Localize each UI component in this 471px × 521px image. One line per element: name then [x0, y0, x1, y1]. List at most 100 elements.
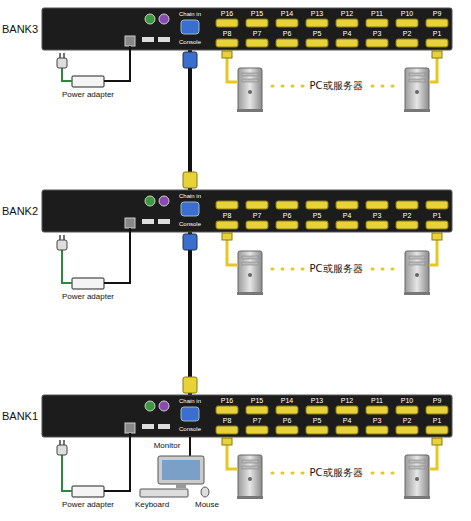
port-label: P5: [313, 30, 322, 37]
port-label: P13: [311, 397, 323, 404]
port-label: Console: [179, 39, 201, 45]
vga-port: [306, 201, 328, 209]
pc-base: [404, 109, 430, 112]
vga-port: [396, 39, 418, 47]
monitor-screen: [162, 460, 200, 480]
vga-port: [276, 201, 298, 209]
power-button: [248, 477, 252, 481]
drive-bay: [242, 262, 258, 265]
vga-port: [276, 406, 298, 414]
usb-port: [142, 219, 154, 224]
power-adapter: [72, 486, 104, 497]
bank-label: BANK2: [2, 205, 38, 217]
vga-console-port: [181, 202, 199, 216]
port-label: Chain in: [179, 193, 201, 199]
monitor-stand: [176, 484, 186, 488]
plug-prong: [59, 440, 61, 445]
port-label: P4: [343, 417, 352, 424]
mouse: [201, 487, 209, 497]
vga-console-port: [181, 407, 199, 421]
yellow-vga-plug: [183, 172, 197, 188]
vga-port: [306, 406, 328, 414]
cable-plug: [432, 438, 442, 445]
port-label: P14: [281, 10, 293, 17]
port-label: P4: [343, 30, 352, 37]
vga-port: [366, 201, 388, 209]
vga-port: [426, 201, 448, 209]
port-label: P6: [283, 212, 292, 219]
drive-bay: [409, 262, 425, 265]
drive-bay: [242, 256, 258, 259]
port-label: Console: [179, 426, 201, 432]
port-label: P3: [373, 30, 382, 37]
vga-port: [276, 426, 298, 434]
vga-port: [366, 406, 388, 414]
pc-tower: [238, 455, 262, 497]
vga-port: [366, 39, 388, 47]
vga-port: [336, 19, 358, 27]
usb-port: [142, 37, 154, 42]
usb-port: [158, 219, 170, 224]
port-label: Console: [179, 221, 201, 227]
monitor-cable: [189, 437, 191, 456]
port-label: P8: [223, 417, 232, 424]
kvm-panel: [42, 190, 452, 232]
vga-port: [396, 201, 418, 209]
mains-cord: [62, 250, 72, 283]
port-label: P9: [433, 10, 442, 17]
drive-bay: [242, 73, 258, 76]
port-label: P7: [253, 30, 262, 37]
kvm-panel: [42, 8, 452, 50]
vga-port: [216, 426, 238, 434]
power-adapter: [72, 278, 104, 289]
power-cord: [104, 228, 130, 283]
device-label: Monitor: [154, 442, 181, 450]
ps2-port: [145, 401, 155, 411]
port-label: P5: [313, 212, 322, 219]
power-button: [415, 90, 419, 94]
device-label: Power adapter: [62, 501, 114, 509]
port-label: P12: [341, 397, 353, 404]
port-label: Chain in: [179, 11, 201, 17]
pc-tower: [238, 68, 262, 110]
port-label: P16: [221, 397, 233, 404]
vga-port: [216, 39, 238, 47]
port-label: P15: [251, 10, 263, 17]
drive-bay: [409, 460, 425, 463]
vga-port: [336, 39, 358, 47]
drive-bay: [242, 79, 258, 82]
vga-port: [336, 406, 358, 414]
mains-plug: [57, 58, 67, 68]
drive-bay: [409, 466, 425, 469]
vga-port: [426, 426, 448, 434]
vga-port: [216, 201, 238, 209]
pc-label: PC或服务器: [306, 80, 365, 92]
pc-base: [237, 496, 263, 499]
pc-label: PC或服务器: [306, 467, 365, 479]
vga-port: [276, 19, 298, 27]
port-label: P6: [283, 30, 292, 37]
vga-port: [396, 426, 418, 434]
mains-cord: [62, 455, 72, 491]
vga-port: [396, 19, 418, 27]
vga-port: [306, 221, 328, 229]
blue-vga-plug: [183, 52, 197, 68]
chain-cable: [188, 50, 192, 190]
ps2-port: [159, 14, 169, 24]
cable-plug: [222, 51, 232, 58]
vga-port: [396, 221, 418, 229]
port-label: P8: [223, 30, 232, 37]
chain-cable: [188, 232, 192, 395]
vga-port: [216, 19, 238, 27]
power-cord: [104, 46, 130, 81]
vga-port: [216, 406, 238, 414]
port-label: P2: [403, 417, 412, 424]
port-label: P16: [221, 10, 233, 17]
pc-tower: [405, 251, 429, 293]
vga-port: [246, 39, 268, 47]
mains-cord: [62, 68, 72, 81]
power-button: [248, 90, 252, 94]
